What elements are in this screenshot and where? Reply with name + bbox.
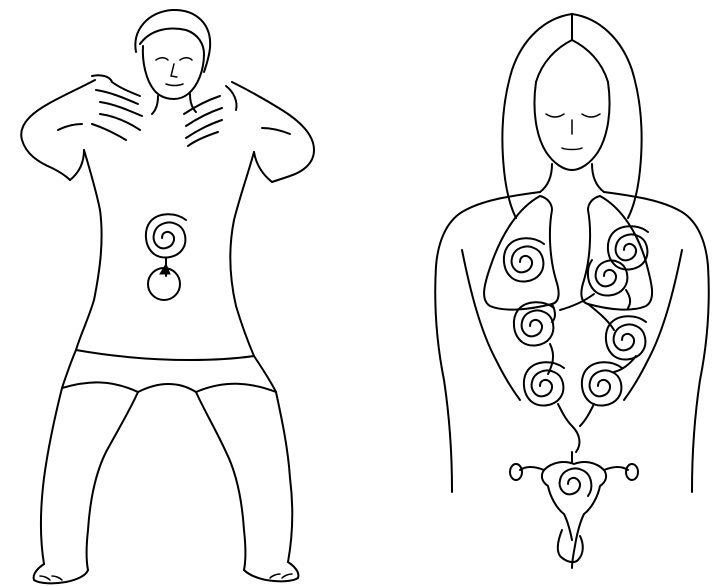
figure-legs <box>34 388 299 583</box>
right-kidney-spiral-icon <box>582 362 622 405</box>
figure-face <box>534 82 609 192</box>
stomach-spiral-icon <box>606 316 646 359</box>
uterus-spiral-icon <box>510 452 638 568</box>
organ-spirals <box>504 226 648 452</box>
female-torso-organ-spirals-icon <box>435 14 708 568</box>
figure-head <box>135 10 210 114</box>
torso-outline <box>435 192 708 490</box>
figure-left-arm <box>21 75 142 180</box>
figure-torso <box>76 150 254 360</box>
left-lung-spiral-icon <box>504 238 544 281</box>
left-kidney-spiral-icon <box>524 362 564 405</box>
figure-hair <box>502 14 641 218</box>
heart-spiral-icon <box>588 260 630 308</box>
standing-figure-hands-on-chest-icon <box>21 10 314 583</box>
belly-spiral-icon <box>146 214 186 300</box>
